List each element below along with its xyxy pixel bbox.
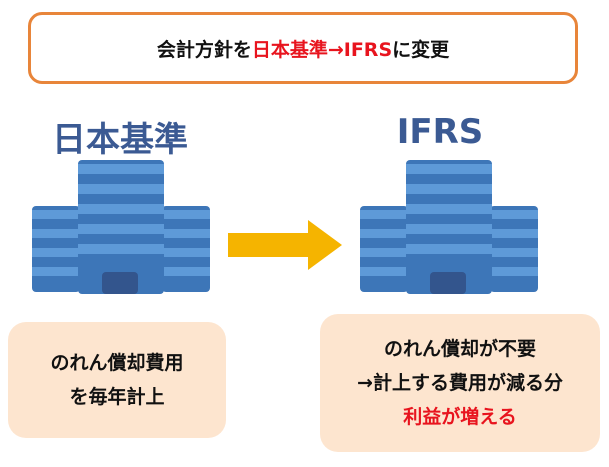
building-tower [78, 160, 164, 294]
right-note-box: のれん償却が不要 →計上する費用が減る分 利益が増える [320, 314, 600, 452]
building-left-wing [360, 206, 408, 292]
building-tower [406, 160, 492, 294]
building-right-wing [162, 206, 210, 292]
office-building-icon-right [360, 160, 538, 294]
left-note-line-1: のれん償却費用 [50, 352, 184, 374]
building-right-wing [490, 206, 538, 292]
left-note-line-2: を毎年計上 [69, 386, 165, 408]
building-left-wing [32, 206, 80, 292]
right-note-highlight: 利益が増える [403, 406, 517, 428]
right-arrow-icon [228, 220, 342, 270]
title-prefix: 会計方針を [156, 38, 252, 61]
left-heading: 日本基準 [52, 120, 188, 160]
left-note-box: のれん償却費用 を毎年計上 [8, 322, 226, 438]
right-note-line-2: →計上する費用が減る分 [357, 372, 563, 394]
title-suffix: に変更 [392, 38, 450, 61]
right-heading: IFRS [396, 112, 484, 152]
title-highlight: 日本基準→IFRS [251, 38, 393, 61]
right-note-line-1: のれん償却が不要 [383, 338, 536, 360]
office-building-icon-left [32, 160, 210, 294]
